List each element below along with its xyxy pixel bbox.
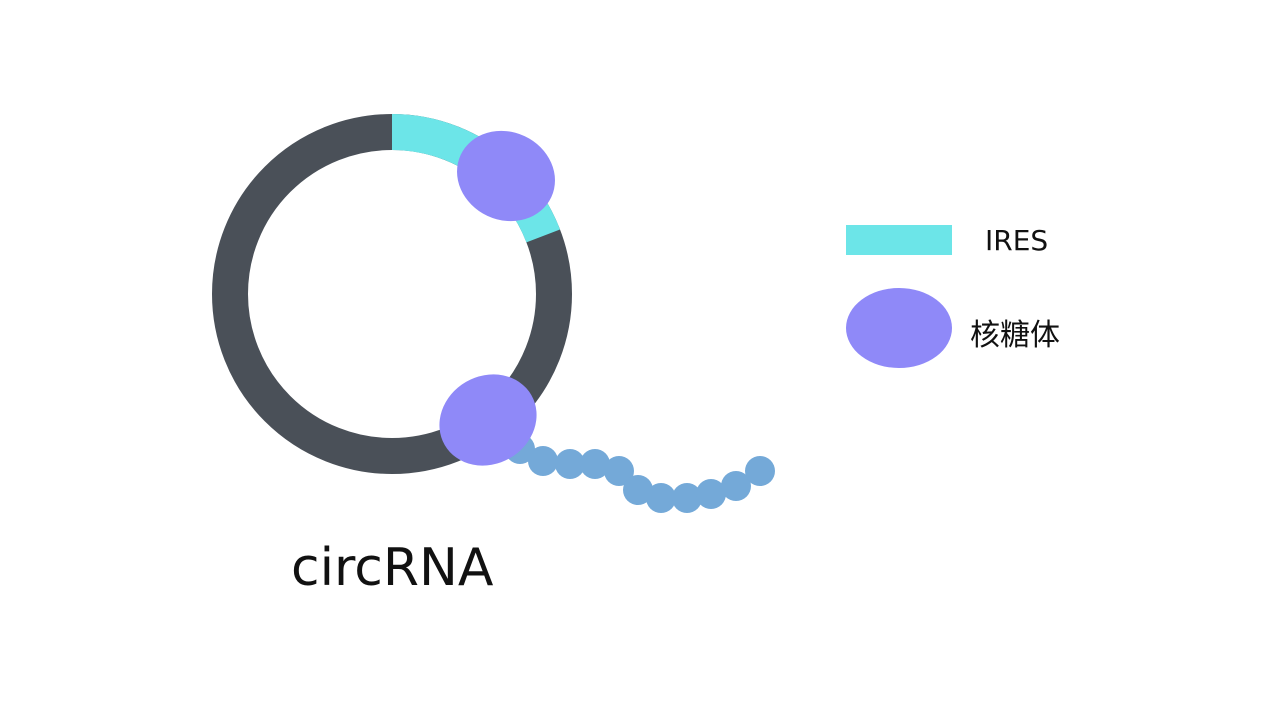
ribosome-bottom [439, 374, 537, 466]
ribosome-top [457, 130, 555, 222]
legend-ribosome-swatch [846, 288, 952, 368]
legend-ires-swatch [846, 225, 952, 255]
peptide-chain [505, 434, 775, 513]
diagram-title: circRNA [291, 538, 494, 598]
legend-ires-label: IRES [985, 224, 1049, 257]
legend-ribosome-label: 核糖体 [970, 318, 1060, 353]
